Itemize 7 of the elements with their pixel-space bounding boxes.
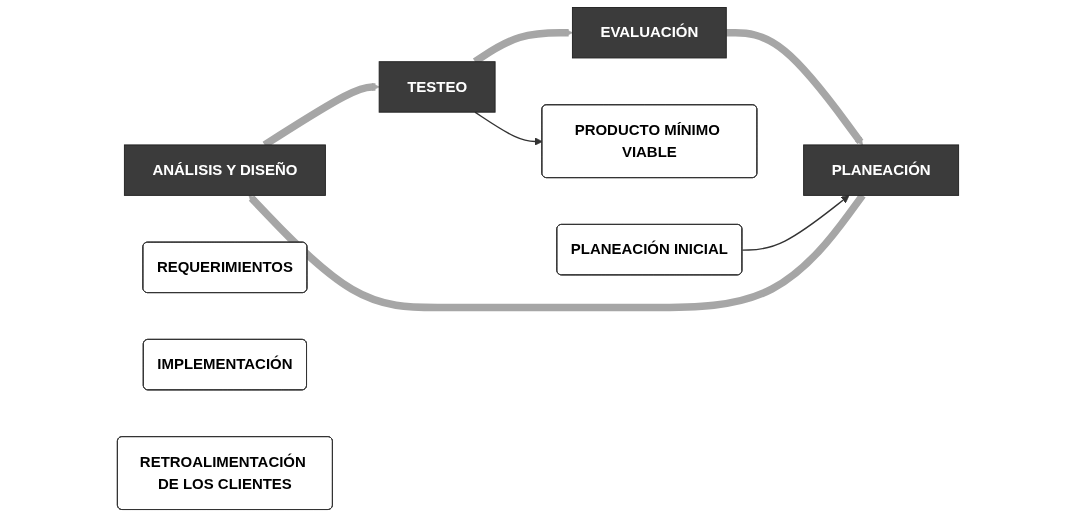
- arrow: [474, 111, 543, 146]
- node-box: ANÁLISIS Y DISEÑO: [123, 144, 326, 196]
- arrow: [741, 195, 850, 251]
- arrow: [726, 28, 864, 146]
- node-box: EVALUACIÓN: [571, 7, 727, 59]
- node-box: TESTEO: [378, 61, 496, 113]
- node-box: PLANEACIÓN: [803, 144, 960, 196]
